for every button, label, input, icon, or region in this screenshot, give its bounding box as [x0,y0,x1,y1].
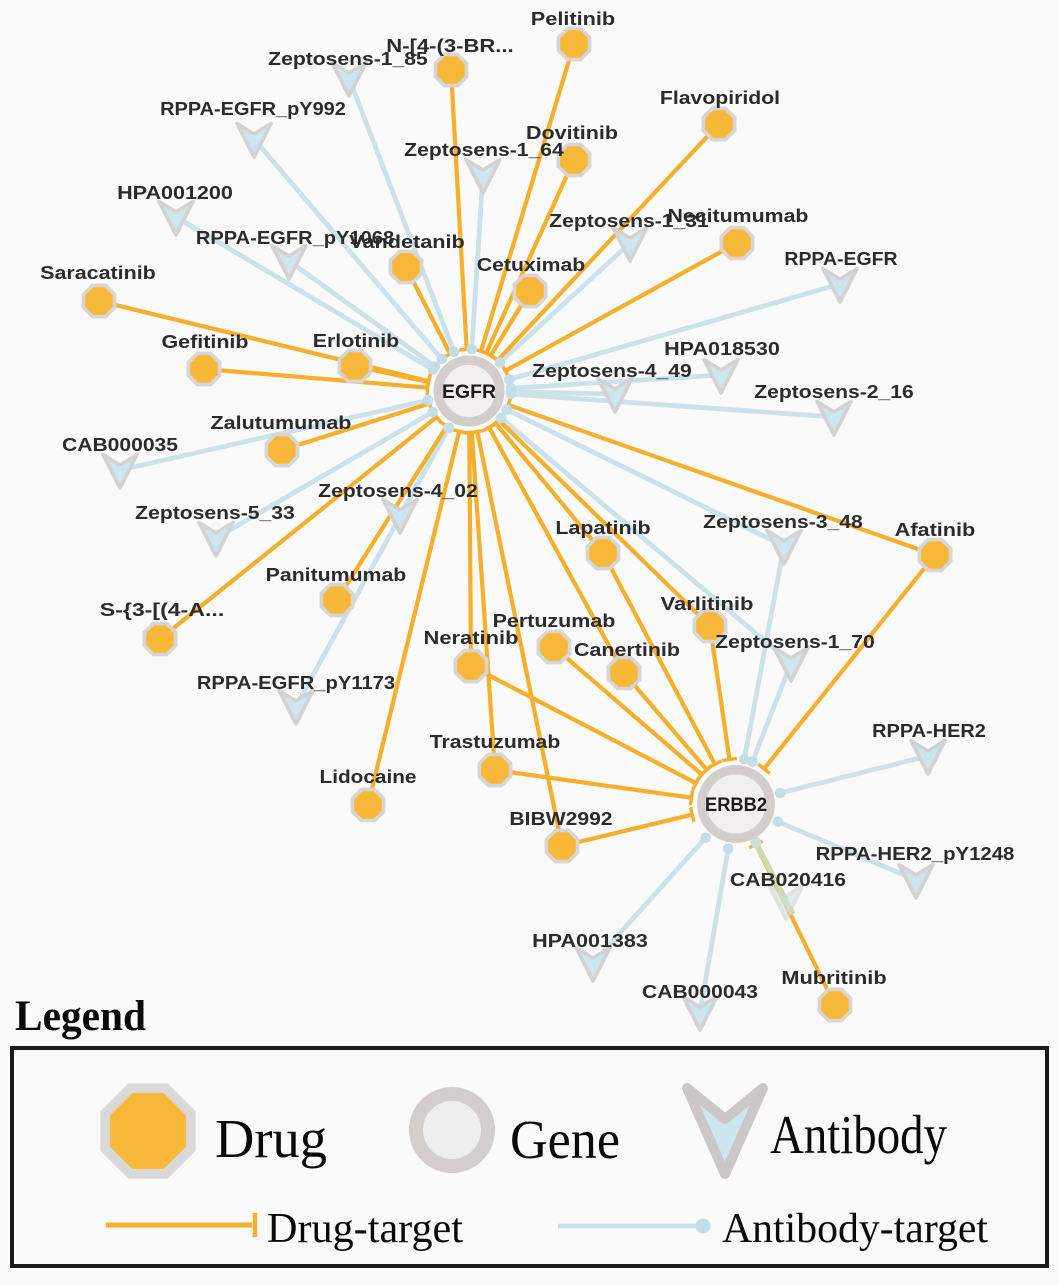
svg-text:Cetuximab: Cetuximab [477,255,585,275]
svg-text:ERBB2: ERBB2 [705,795,767,816]
svg-text:RPPA-HER2: RPPA-HER2 [872,721,986,741]
svg-text:Saracatinib: Saracatinib [40,263,156,283]
svg-text:RPPA-EGFR_pY992: RPPA-EGFR_pY992 [160,99,346,119]
svg-text:Zeptosens-1_64: Zeptosens-1_64 [404,140,564,160]
svg-text:Flavopiridol: Flavopiridol [660,88,780,108]
svg-text:CAB000035: CAB000035 [62,435,178,455]
svg-text:Gefitinib: Gefitinib [162,332,249,352]
svg-text:Gene: Gene [510,1109,620,1170]
svg-text:Antibody-target: Antibody-target [722,1206,988,1252]
svg-text:Erlotinib: Erlotinib [313,331,399,351]
svg-text:Afatinib: Afatinib [895,520,976,540]
svg-text:Zeptosens-1_70: Zeptosens-1_70 [715,632,875,652]
svg-text:Zeptosens-4_49: Zeptosens-4_49 [532,361,692,381]
svg-text:Pelitinib: Pelitinib [531,9,615,29]
svg-text:Antibody: Antibody [770,1104,947,1165]
svg-text:Drug: Drug [215,1108,327,1169]
svg-text:Zeptosens-4_02: Zeptosens-4_02 [318,481,478,501]
svg-text:Varlitinib: Varlitinib [661,594,754,614]
svg-text:Zeptosens-1_31: Zeptosens-1_31 [549,211,709,231]
svg-text:Zeptosens-3_48: Zeptosens-3_48 [703,512,863,532]
svg-text:RPPA-EGFR: RPPA-EGFR [784,249,897,269]
svg-text:Lapatinib: Lapatinib [555,518,650,538]
svg-text:Zeptosens-1_85: Zeptosens-1_85 [268,49,428,69]
svg-text:Canertinib: Canertinib [574,640,680,660]
svg-text:HPA001200: HPA001200 [117,183,233,203]
svg-text:Zeptosens-5_33: Zeptosens-5_33 [135,503,295,523]
svg-text:Neratinib: Neratinib [424,628,519,648]
svg-text:HPA018530: HPA018530 [664,339,780,359]
svg-text:Zeptosens-2_16: Zeptosens-2_16 [754,382,914,402]
svg-text:Drug-target: Drug-target [267,1206,463,1252]
svg-text:EGFR: EGFR [442,382,496,403]
svg-text:RPPA-HER2_pY1248: RPPA-HER2_pY1248 [816,844,1015,864]
svg-text:S-{3-[(4-A...: S-{3-[(4-A... [100,600,225,620]
svg-text:Zalutumumab: Zalutumumab [211,413,352,433]
svg-text:CAB000043: CAB000043 [642,982,758,1002]
svg-text:RPPA-EGFR_pY1173: RPPA-EGFR_pY1173 [197,673,395,693]
svg-text:CAB020416: CAB020416 [730,870,846,890]
svg-text:Vandetanib: Vandetanib [349,232,465,252]
svg-text:Panitumumab: Panitumumab [266,565,407,585]
svg-text:Trastuzumab: Trastuzumab [430,732,561,752]
svg-text:HPA001383: HPA001383 [532,931,648,951]
svg-text:BIBW2992: BIBW2992 [509,809,612,829]
svg-text:Lidocaine: Lidocaine [320,767,417,787]
svg-text:Mubritinib: Mubritinib [781,968,886,988]
svg-text:Legend: Legend [15,993,146,1040]
